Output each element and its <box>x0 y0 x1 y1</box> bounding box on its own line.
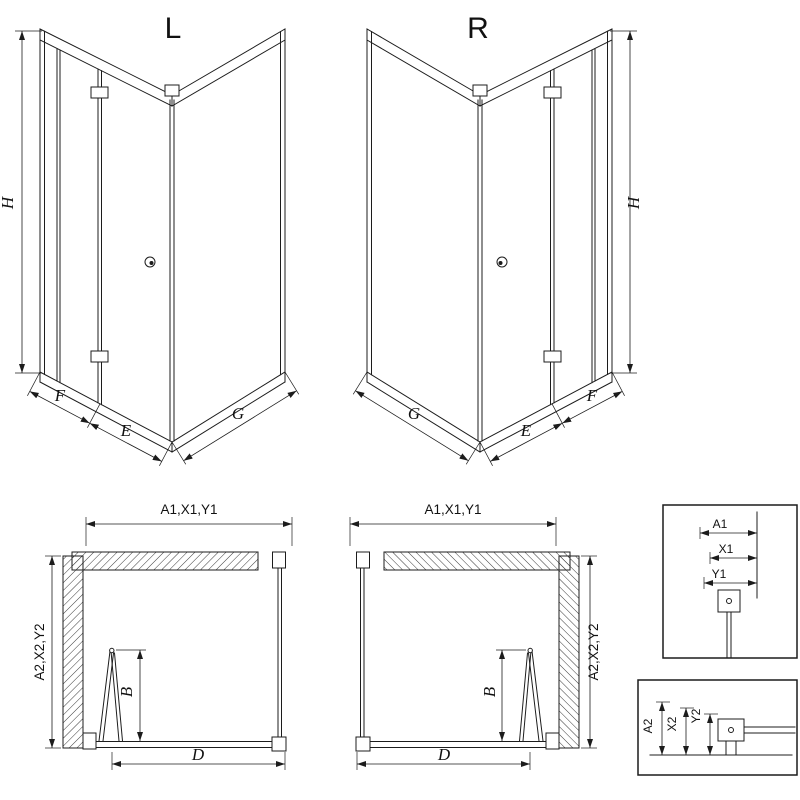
detail-dim-label-y2: Y2 <box>689 708 703 723</box>
plan-left-width-label: A1,X1,Y1 <box>160 502 217 517</box>
plan-left-d-label: D <box>191 745 205 764</box>
dim-label-e-left: E <box>120 421 132 440</box>
dim-label-height-right: H <box>624 195 643 210</box>
detail-inset-bottom: A2 X2 Y2 <box>637 679 798 776</box>
detail-top-frame <box>662 504 798 659</box>
plan-right-lineart-mirrored <box>350 517 597 770</box>
dim-label-g-left: G <box>232 404 244 423</box>
dim-label-height-left: H <box>0 195 17 210</box>
dim-label-f-right: F <box>586 386 598 405</box>
plan-right-d-label: D <box>437 745 451 764</box>
plan-right-depth-label: A2,X2,Y2 <box>586 623 601 680</box>
detail-dim-label-a1: A1 <box>713 517 728 531</box>
detail-dim-label-x2: X2 <box>665 716 679 731</box>
detail-dim-label-y1: Y1 <box>712 567 727 581</box>
plan-left-b-label: B <box>117 686 136 697</box>
dim-label-g-right: G <box>408 404 420 423</box>
wall-profile-section-bottom <box>717 718 745 742</box>
variant-label-right: R <box>467 12 489 45</box>
detail-dim-label-a2: A2 <box>641 718 655 733</box>
detail-inset-top: A1 X1 Y1 <box>662 504 798 659</box>
dim-label-e-right: E <box>520 421 532 440</box>
plan-view-left: A1,X1,Y1 A2,X2,Y2 B D <box>32 502 292 770</box>
plan-left-lineart <box>45 517 292 770</box>
detail-dim-label-x1: X1 <box>719 542 734 556</box>
plan-left-depth-label: A2,X2,Y2 <box>32 623 47 680</box>
variant-label-left: L <box>165 12 182 45</box>
wall-profile-section-top <box>717 589 741 613</box>
plan-right-b-label: B <box>480 686 499 697</box>
plan-view-right: A1,X1,Y1 A2,X2,Y2 B D <box>350 502 601 770</box>
perspective-view-right: R H F E G <box>353 12 643 466</box>
perspective-view-left: L H F E G <box>0 12 299 466</box>
dim-label-f-left: F <box>54 386 66 405</box>
plan-right-width-label: A1,X1,Y1 <box>424 502 481 517</box>
